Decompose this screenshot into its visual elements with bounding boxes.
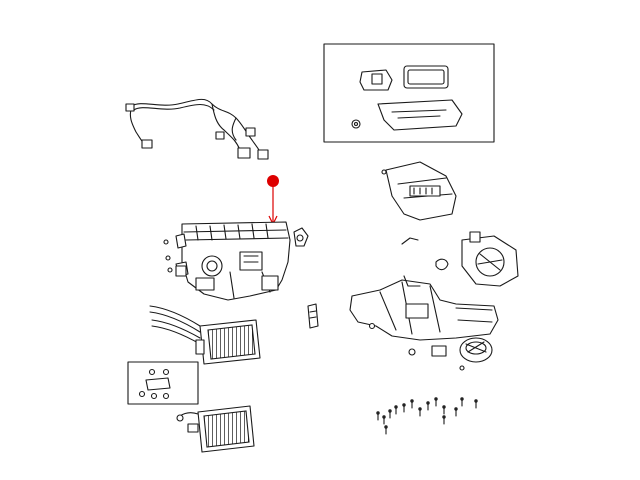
callout-marker[interactable]	[267, 175, 279, 226]
hardware-kit[interactable]	[127, 361, 199, 405]
hvac-housing-front[interactable]	[381, 161, 457, 221]
evaporator-core[interactable]	[176, 405, 255, 453]
small-clips-left[interactable]	[163, 239, 187, 277]
wiring-harness[interactable]	[125, 98, 269, 160]
blend-door-actuator[interactable]	[293, 227, 309, 247]
fastener-set[interactable]	[376, 397, 478, 435]
seal-and-gasket-kit[interactable]	[323, 43, 495, 143]
hvac-housing-upper[interactable]	[175, 221, 291, 301]
hvac-housing-lower[interactable]	[349, 275, 499, 341]
blower-motor[interactable]	[408, 337, 493, 371]
mode-door-actuator[interactable]	[307, 303, 319, 329]
heater-core[interactable]	[149, 305, 261, 365]
blower-housing[interactable]	[401, 231, 519, 287]
